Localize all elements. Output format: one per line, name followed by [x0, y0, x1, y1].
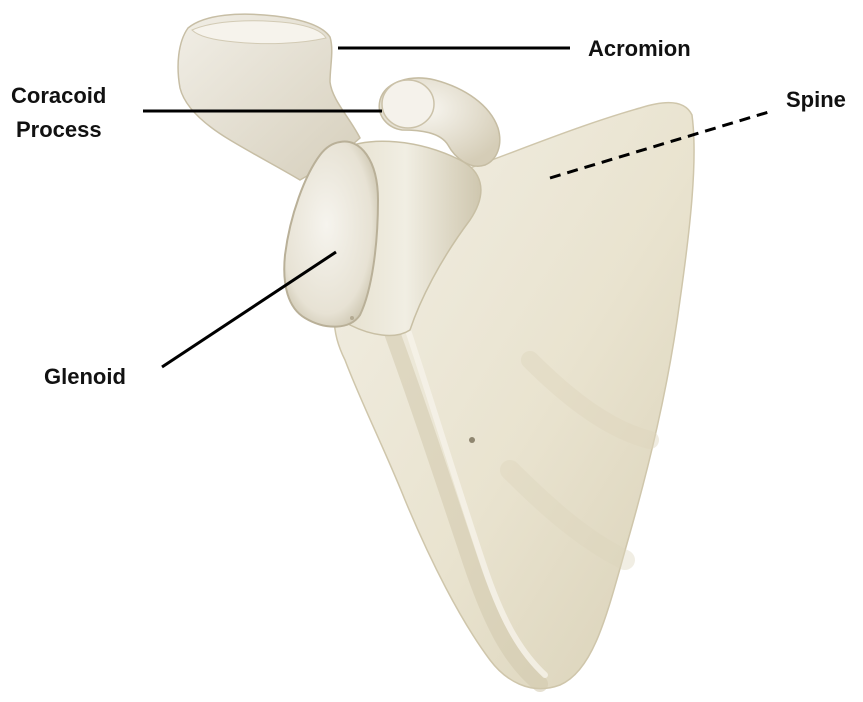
coracoid-label-line1: Coracoid — [11, 83, 106, 108]
scapula-bone — [178, 14, 694, 688]
coracoid-tip — [382, 80, 434, 128]
surface-pit — [469, 437, 475, 443]
coracoid-label-line2: Process — [16, 117, 102, 142]
surface-pit — [350, 316, 354, 320]
acromion-label: Acromion — [588, 36, 691, 61]
glenoid-label: Glenoid — [44, 364, 126, 389]
spine-label: Spine — [786, 87, 846, 112]
